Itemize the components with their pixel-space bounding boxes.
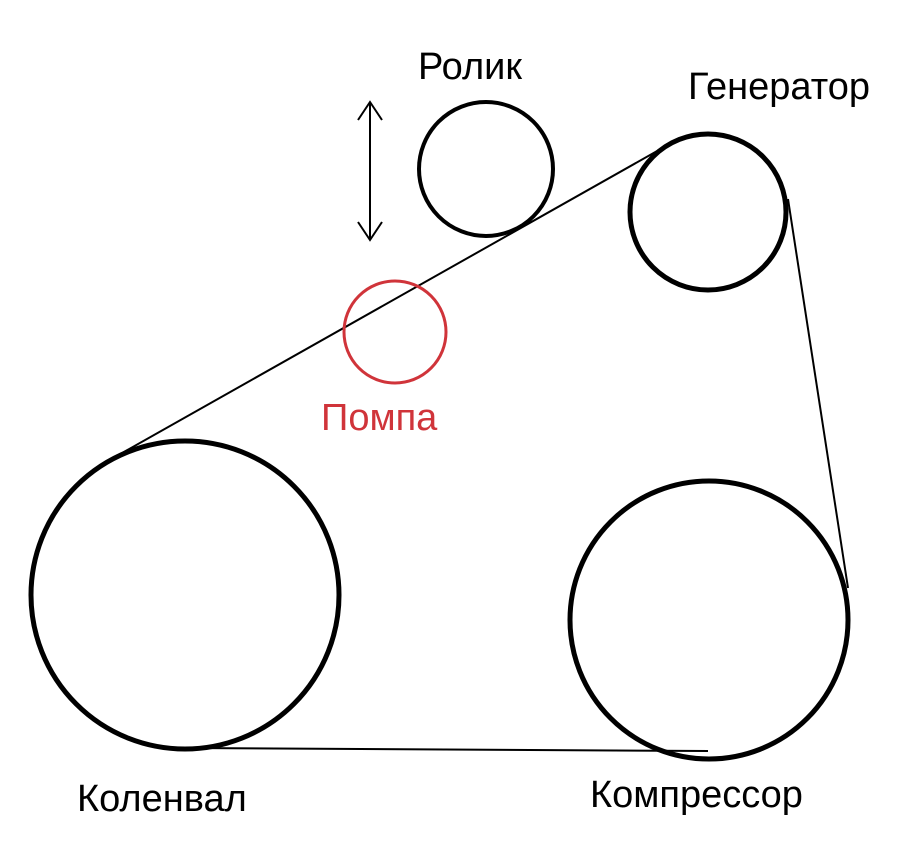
drive-belt — [107, 145, 849, 752]
generator-label: Генератор — [688, 66, 870, 108]
crankshaft-label: Коленвал — [77, 778, 247, 820]
belt-segment-compressor-to-crankshaft — [184, 747, 709, 752]
compressor-label: Компрессор — [590, 774, 803, 816]
generator-pulley — [627, 131, 789, 293]
roller-pulley — [417, 100, 555, 238]
pump-pulley — [342, 279, 448, 385]
belt-segment-crankshaft-to-generator — [107, 145, 667, 462]
roller-label: Ролик — [418, 46, 522, 88]
belt-segment-generator-to-compressor — [787, 198, 849, 589]
pump-label: Помпа — [321, 397, 438, 439]
compressor-pulley — [567, 478, 851, 762]
crankshaft-pulley — [28, 438, 342, 752]
roller-adjust-arrow-icon — [357, 100, 383, 242]
